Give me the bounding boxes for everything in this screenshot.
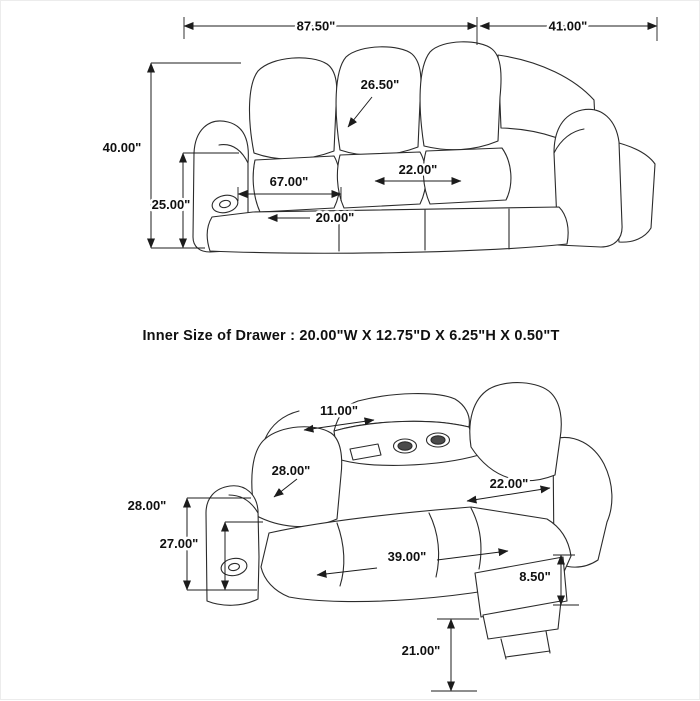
leader-line [273,478,298,498]
right-arm [553,108,623,248]
dim-back-cushion: 26.50" [347,75,402,128]
dim-arm-height: 27.00" [157,521,263,591]
dim-arm-height: 25.00" [149,152,239,249]
dim-back-width: 28.00" [269,461,313,498]
dim-inner-width: 67.00" [237,172,342,201]
right-arm-roll-seam [553,128,585,154]
table-tray [349,443,382,461]
bottom-sofa-drawing [205,382,613,660]
dim-line [303,417,375,433]
dim-seat-depth-label: 20.00" [316,210,355,225]
dim-line [316,567,378,578]
footrest-panel-lower [482,600,562,640]
back-cushion-middle [335,46,422,156]
dim-seat-depth: 20.00" [267,208,357,228]
dim-line [436,548,509,561]
left-wing-seam [264,410,300,440]
dim-floor-clearance: 21.00" [399,618,479,692]
cupholder-right-inner [430,435,446,445]
dim-line [466,485,551,504]
dim-table-depth: 11.00" [303,401,375,433]
right-arm-wing [552,436,613,568]
dim-overall-height: 40.00" [100,62,241,249]
dim-floor-clearance-label: 21.00" [402,643,441,658]
left-arm-roll-seam [228,494,259,514]
drawer-size-note: Inner Size of Drawer : 20.00"W X 12.75"D… [142,328,560,344]
slab-seam-2 [428,512,440,578]
dim-footrest-height: 8.50" [517,554,579,606]
dim-table-depth-label: 11.00" [320,403,358,418]
left-arm-roll-seam [218,144,249,164]
dim-overall-width: 87.50" [183,16,478,45]
dim-arm-height-label: 25.00" [152,197,191,212]
footrest-panel-upper [474,556,568,618]
footrest-legs [500,630,551,660]
dim-arm-height-label: 27.00" [160,536,199,551]
leader-line [347,96,373,128]
front-base [206,206,569,254]
dim-seat-width: 22.00" [466,474,551,504]
left-arm [205,485,260,606]
dim-seat-width: 22.00" [374,160,462,185]
dim-overall-width-label: 87.50" [297,19,336,34]
top-sofa-dimensions: 87.50" 41.00" 40.00" 25.00" 26.50" [100,16,658,249]
dim-depth-label: 41.00" [549,19,588,34]
dim-back-cushion-label: 26.50" [361,77,400,92]
dim-back-width-label: 28.00" [272,463,311,478]
dim-inner-width-label: 67.00" [270,174,309,189]
slab-seam-1 [336,522,345,587]
top-sofa-drawing [192,41,656,254]
dim-overall-height-label: 28.00" [128,498,167,513]
dim-depth: 41.00" [479,16,658,41]
dim-recline-length-label: 39.00" [388,549,427,564]
back-cushion-left [248,57,338,160]
dim-seat-width-label: 22.00" [399,162,438,177]
seat-cushion-right [422,147,512,205]
cupholder-left-inner [397,441,413,451]
dim-overall-height: 28.00" [125,496,257,591]
dim-seat-width-label: 22.00" [490,476,529,491]
dim-footrest-height-label: 8.50" [519,569,550,584]
back-cushion-right [469,382,562,482]
dim-recline-length: 39.00" [316,547,509,578]
slab-seam-3 [470,507,482,570]
dim-overall-height-label: 40.00" [103,140,142,155]
bottom-sofa-dimensions: 11.00" 28.00" 22.00" 28.00" 27.00" [125,401,579,692]
back-cushion-right [419,41,502,151]
recliner-handle-inner [219,199,231,209]
seat-cushion-middle [336,151,427,209]
